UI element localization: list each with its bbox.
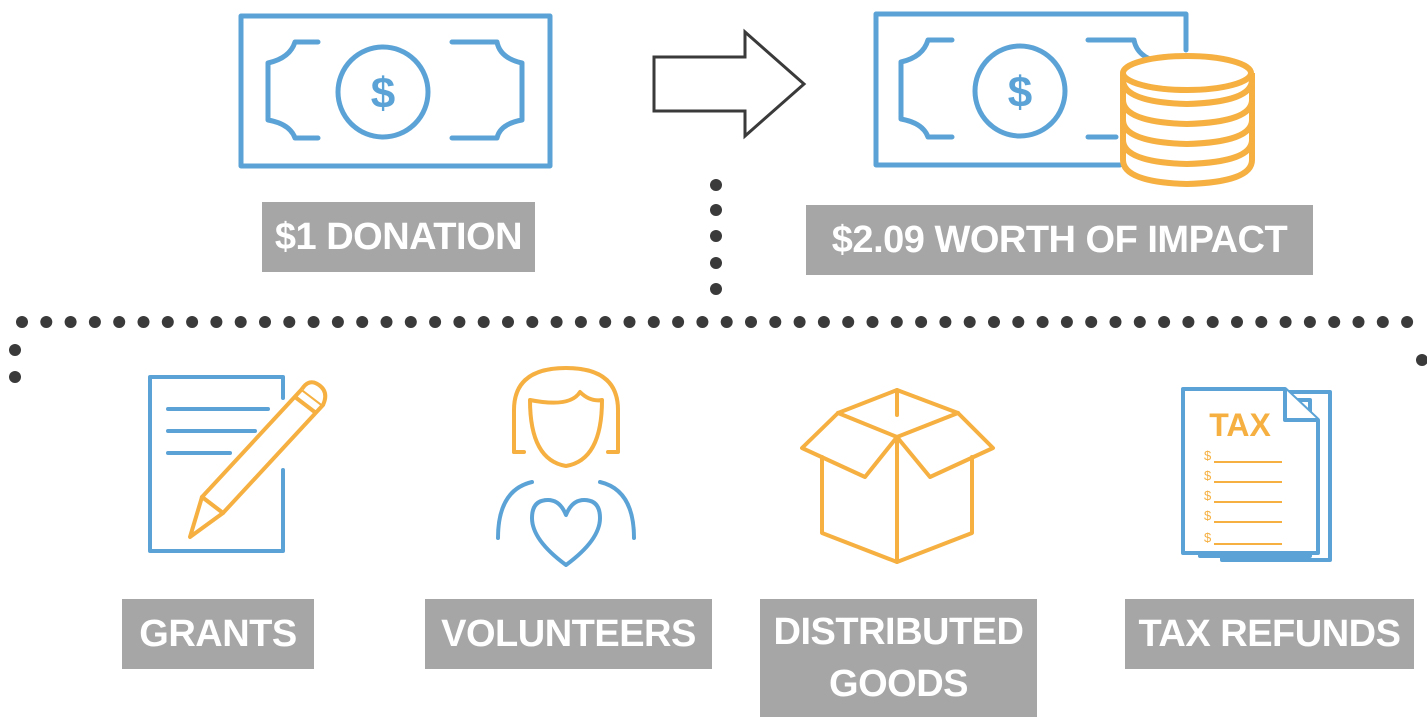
connector-dot [210,316,223,328]
tax-line-dollar: $ [1204,488,1212,503]
connector-dot [9,371,21,383]
connector-dot [161,316,174,328]
connector-dot [356,316,369,328]
connector-dot [710,179,722,191]
connector-dot [866,316,879,328]
connector-dot [526,316,539,328]
distributed-goods-label-line2: GOODS [829,663,968,705]
tax-refunds-label: TAX REFUNDS [1125,599,1414,669]
connector-dot [939,316,952,328]
connector-dot [234,316,247,328]
connector-dot [842,316,855,328]
distributed-goods-label-line1: DISTRIBUTED [773,611,1024,653]
connector-dot [1352,316,1365,328]
connector-dot [672,316,685,328]
connector-dot [1109,316,1122,328]
connector-dot [1303,316,1316,328]
connector-dot [817,316,830,328]
connector-dot [1231,316,1243,328]
connector-dot [1036,316,1049,328]
connector-dot [647,316,660,328]
connector-dot [599,316,612,328]
connector-dot [380,316,393,328]
svg-text:$: $ [1008,68,1032,117]
connector-dot [404,316,417,328]
connector-dot [988,316,1000,328]
connector-dot [769,316,782,328]
connector-dot [1255,316,1268,328]
dollar-symbol: $ [371,69,395,118]
connector-dot [64,316,77,328]
connector-dot [1133,316,1146,328]
connector-dot [890,316,903,328]
connector-dot [283,316,296,328]
connector-dot [710,283,722,295]
connector-dot [16,316,28,328]
volunteers-label: VOLUNTEERS [425,599,712,669]
grants-label: GRANTS [122,599,314,669]
tax-line-dollar: $ [1204,508,1212,523]
connector-dot [1279,316,1292,328]
connector-dot [307,316,320,328]
distributed-goods-label: DISTRIBUTED GOODS [760,599,1037,717]
tax-title: TAX [1209,407,1271,443]
connector-dot [1060,316,1073,328]
connector-dot [1206,316,1219,328]
connector-dot [696,316,709,328]
connector-dot [453,316,466,328]
connector-dot [1182,316,1195,328]
connector-dot [1416,354,1427,366]
connector-dot [331,316,344,328]
connector-dot [710,204,722,216]
donation-label: $1 DONATION [262,202,535,272]
connector-dot [113,316,126,328]
connector-dot [40,316,53,328]
connector-dot [710,230,722,242]
connector-dot [88,316,101,328]
tax-line-dollar: $ [1204,468,1212,483]
connector-dot [745,316,757,328]
connector-dot [502,316,514,328]
connector-dot [186,316,199,328]
connector-dot [137,316,150,328]
connector-dot [793,316,806,328]
connector-dot [1158,316,1171,328]
connector-dot [710,257,722,269]
connector-dot [9,344,21,356]
connector-dot [1328,316,1341,328]
connector-dot [1085,316,1098,328]
connector-dot [1376,316,1389,328]
connector-dot [259,316,271,328]
connector-dot [720,316,733,328]
connector-dot [550,316,563,328]
impact-label: $2.09 WORTH OF IMPACT [806,205,1313,275]
connector-dot [1401,316,1414,328]
connector-dot [574,316,587,328]
tax-line-dollar: $ [1204,530,1212,545]
connector-dot [429,316,442,328]
connector-dot [623,316,636,328]
connector-dot [915,316,928,328]
tax-line-dollar: $ [1204,448,1212,463]
connector-dot [963,316,976,328]
connector-dot [477,316,490,328]
connector-dot [1012,316,1025,328]
